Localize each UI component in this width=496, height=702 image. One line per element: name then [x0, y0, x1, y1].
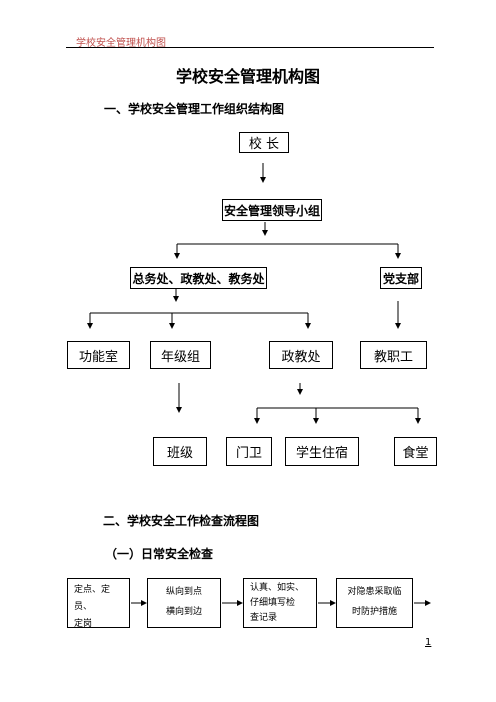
flow-box-3-line-2: 仔细填写检 [250, 598, 296, 608]
staff-box: 教职工 [360, 341, 427, 369]
flow-box-2-line-1: 纵向到点 [165, 587, 202, 597]
party-branch-box: 党支部 [380, 267, 422, 289]
grade-group-box: 年级组 [150, 341, 211, 369]
flow-box-1: 定点、定员、 定岗 [67, 578, 130, 628]
principal-box: 校 长 [239, 132, 289, 153]
flow-box-3: 认真、如实、 仔细填写检 查记录 [243, 578, 317, 628]
running-header: 学校安全管理机构图 [76, 38, 166, 49]
flow-box-1-line-2: 定岗 [74, 619, 93, 628]
flow-box-4-line-1: 对隐患采取临 [347, 587, 402, 597]
class-box: 班级 [153, 437, 207, 466]
offices-box: 总务处、政教处、教务处 [130, 267, 267, 289]
page-title: 学校安全管理机构图 [175, 67, 320, 86]
function-room-box: 功能室 [67, 341, 130, 369]
flow-box-2-line-2: 横向到边 [165, 607, 202, 617]
political-office-box: 政教处 [269, 341, 333, 369]
subsection-heading: （一）日常安全检查 [105, 547, 214, 561]
gate-box: 门卫 [226, 437, 272, 466]
dorm-box: 学生住宿 [285, 437, 359, 466]
flow-box-3-line-1: 认真、如实、 [250, 583, 305, 593]
flow-box-4: 对隐患采取临 时防护措施 [336, 578, 413, 628]
section-2-heading: 二、学校安全工作检查流程图 [103, 514, 260, 528]
canteen-box: 食堂 [394, 437, 437, 466]
leading-group-box: 安全管理领导小组 [222, 199, 322, 221]
section-1-heading: 一、学校安全管理工作组织结构图 [104, 102, 285, 116]
flow-box-3-line-3: 查记录 [250, 613, 278, 623]
header-rule [66, 47, 434, 48]
flow-box-4-line-2: 时防护措施 [351, 607, 397, 617]
page-number: 1 [425, 637, 432, 648]
flow-box-1-line-1: 定点、定员、 [74, 585, 111, 612]
flow-box-2: 纵向到点 横向到边 [147, 578, 221, 628]
